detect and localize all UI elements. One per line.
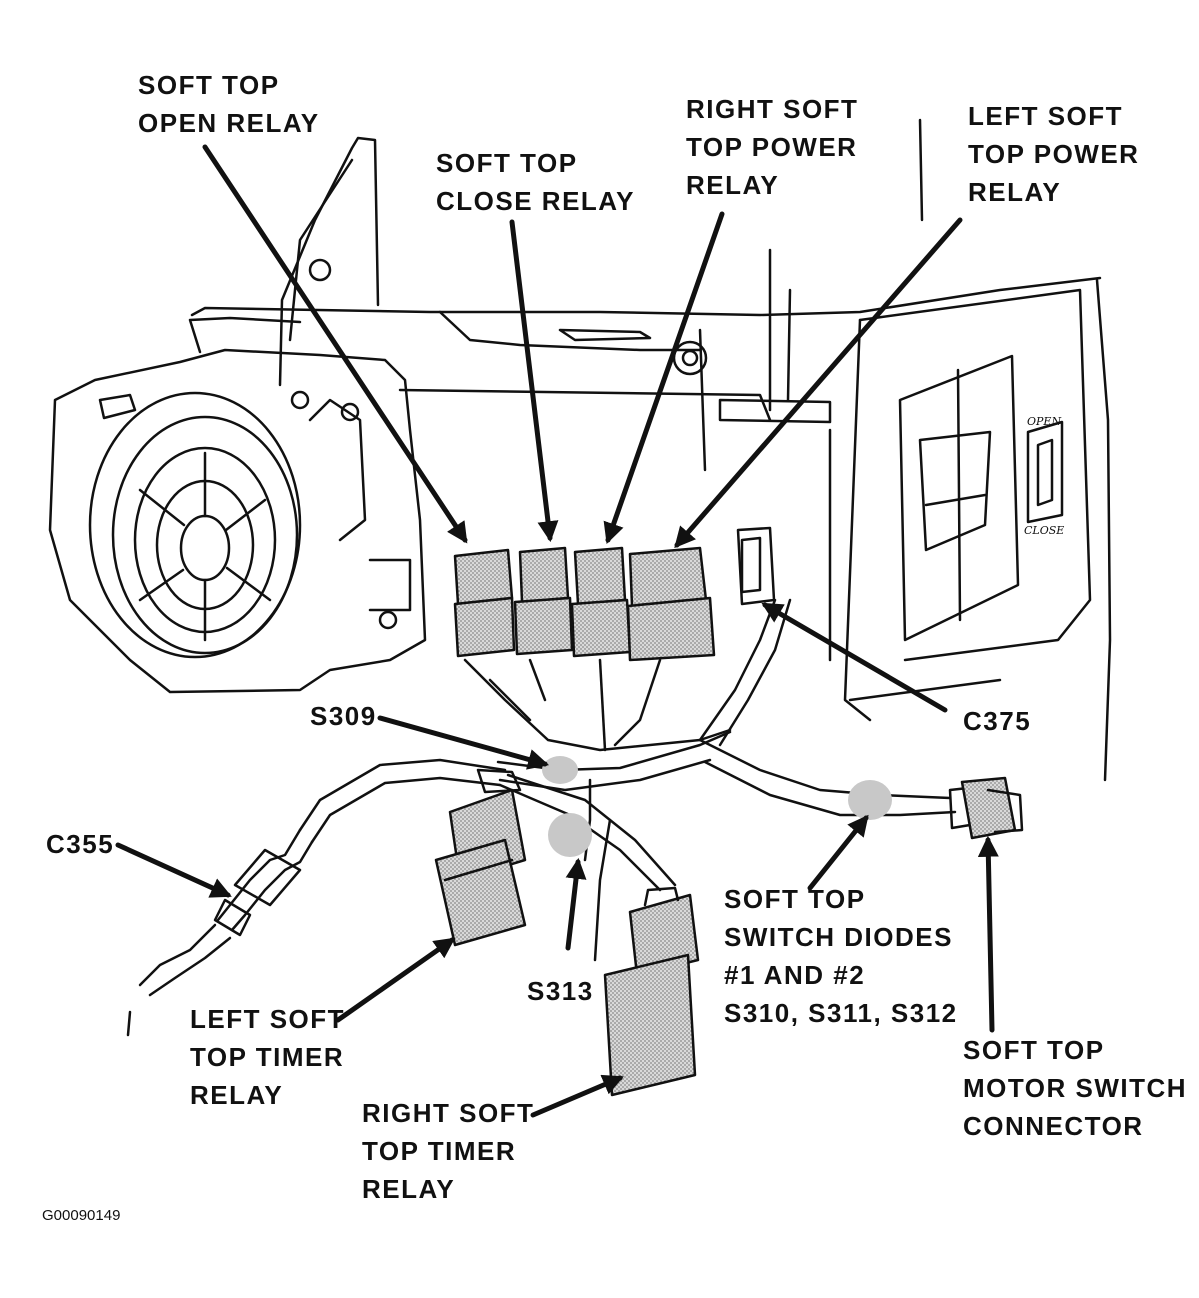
arrow-c375: [761, 602, 948, 713]
label-left-soft-top-power-relay: LEFT SOFT TOP POWER RELAY: [968, 101, 1140, 207]
arrow-left-power-relay: [674, 217, 963, 549]
splices: [542, 756, 892, 857]
speaker-assembly: [48, 316, 427, 694]
c375-connector: [736, 526, 776, 606]
label-s313: S313: [527, 976, 594, 1006]
arrow-s309: [377, 715, 550, 770]
arrow-switch-diodes: [807, 814, 869, 891]
wiring-harness: [298, 598, 957, 962]
right-timer-relay: [603, 886, 700, 1097]
motor-switch-connector: [948, 776, 1024, 840]
label-c375: C375: [963, 706, 1032, 736]
arrow-right-power-relay: [603, 211, 725, 544]
label-right-soft-top-power-relay: RIGHT SOFT TOP POWER RELAY: [686, 94, 859, 200]
figure-id: G00090149: [42, 1207, 121, 1224]
label-s309: S309: [310, 701, 377, 731]
arrow-left-timer-relay: [335, 937, 456, 1023]
label-soft-top-open-relay: SOFT TOP OPEN RELAY: [138, 70, 320, 138]
arrow-right-timer-relay: [530, 1074, 624, 1118]
c355-connector: [126, 828, 314, 1037]
arrow-s313: [565, 857, 587, 951]
relay-block: [453, 546, 732, 752]
arrow-open-relay: [202, 144, 468, 544]
label-soft-top-close-relay: SOFT TOP CLOSE RELAY: [436, 148, 636, 216]
switch-open-text: OPEN: [1027, 415, 1062, 428]
label-soft-top-switch-diodes: SOFT TOP SWITCH DIODES #1 AND #2 S310, S…: [724, 884, 958, 1028]
arrow-c355: [115, 842, 232, 898]
switch-close-text: CLOSE: [1024, 524, 1065, 537]
label-left-soft-top-timer-relay: LEFT SOFT TOP TIMER RELAY: [190, 1004, 346, 1110]
arrow-motor-switch-connector: [977, 835, 999, 1033]
body-panel: [190, 118, 1112, 782]
label-soft-top-motor-switch-connector: SOFT TOP MOTOR SWITCH CONNECTOR: [963, 1035, 1188, 1141]
label-right-soft-top-timer-relay: RIGHT SOFT TOP TIMER RELAY: [362, 1098, 535, 1204]
arrow-close-relay: [509, 219, 559, 543]
left-timer-relay: [434, 768, 527, 947]
label-c355: C355: [46, 829, 115, 859]
pointer-arrows: [115, 144, 999, 1118]
